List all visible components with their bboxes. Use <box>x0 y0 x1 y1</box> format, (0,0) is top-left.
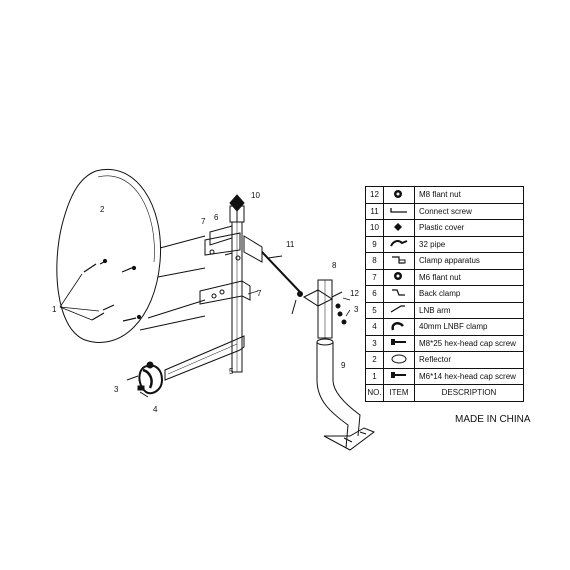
part-item-cell <box>383 186 415 204</box>
callout-reflector: 2 <box>100 205 105 214</box>
parts-header-row: NO. ITEM DESCRIPTION <box>365 384 524 402</box>
parts-list-body: 12 M8 flant nut 11 Connect screw 10 Plastic c… <box>365 186 524 385</box>
parts-row: 2 Reflector <box>365 351 524 369</box>
part-description: Back clamp <box>414 285 524 303</box>
callout-pipe: 9 <box>341 361 346 370</box>
main-bracket <box>199 205 263 373</box>
reflector-dish <box>56 168 206 343</box>
connect-screw <box>261 251 303 315</box>
part-item-cell <box>383 219 415 237</box>
part-number: 2 <box>365 351 384 369</box>
part-item-cell <box>383 268 415 286</box>
callout-nut-top: 7 <box>201 217 206 226</box>
callout-nut-bottom: 7 <box>257 289 262 298</box>
part-description: Connect screw <box>414 202 524 220</box>
lnb-arm-icon <box>389 303 409 317</box>
part-description: M8 flant nut <box>414 186 524 204</box>
made-in-china-label: MADE IN CHINA <box>455 414 531 425</box>
part-description: M6*14 hex-head cap screw <box>414 367 524 385</box>
parts-row: 12 M8 flant nut <box>365 186 524 204</box>
hex-screw-icon <box>389 336 409 350</box>
part-description: Plastic cover <box>414 219 524 237</box>
leader-lines-right <box>247 290 351 317</box>
back-clamp-icon <box>389 287 409 301</box>
plastic-cover <box>229 194 245 222</box>
part-number: 3 <box>365 334 384 352</box>
part-number: 10 <box>365 219 384 237</box>
part-item-cell <box>383 367 415 385</box>
part-item-cell <box>383 301 415 319</box>
part-item-cell <box>383 235 415 253</box>
header-description: DESCRIPTION <box>414 384 524 402</box>
part-number: 8 <box>365 252 384 270</box>
part-description: 40mm LNBF clamp <box>414 318 524 336</box>
parts-row: 7 M6 flant nut <box>365 268 524 286</box>
clamp-apparatus-icon <box>389 254 409 268</box>
part-item-cell <box>383 334 415 352</box>
parts-row: 8 Clamp apparatus <box>365 252 524 270</box>
part-number: 1 <box>365 367 384 385</box>
part-description: 32 pipe <box>414 235 524 253</box>
header-no: NO. <box>365 384 384 402</box>
parts-list-table: 12 M8 flant nut 11 Connect screw 10 Plastic c… <box>365 186 524 402</box>
callout-cover: 10 <box>251 191 260 200</box>
part-number: 11 <box>365 202 384 220</box>
part-item-cell <box>383 202 415 220</box>
part-description: LNB arm <box>414 301 524 319</box>
callout-clamp-apparatus: 8 <box>332 261 337 270</box>
part-number: 4 <box>365 318 384 336</box>
dish-bolts <box>83 258 142 322</box>
parts-row: 11 Connect screw <box>365 202 524 220</box>
callout-lnbf-clamp: 4 <box>153 405 158 414</box>
lnb-arm <box>164 335 245 381</box>
part-description: M6 flant nut <box>414 268 524 286</box>
part-item-cell <box>383 252 415 270</box>
part-description: M8*25 hex-head cap screw <box>414 334 524 352</box>
part-item-cell <box>383 318 415 336</box>
clamp-apparatus <box>302 279 347 339</box>
part-description: Reflector <box>414 351 524 369</box>
callout-nut-right: 12 <box>350 289 359 298</box>
mounting-pipe <box>316 338 376 451</box>
part-item-cell <box>383 351 415 369</box>
part-description: Clamp apparatus <box>414 252 524 270</box>
callout-screw-left: 3 <box>114 385 119 394</box>
callout-lnb-arm: 5 <box>229 367 234 376</box>
lnbf-clamp <box>126 361 164 398</box>
flange-nut-icon <box>389 188 409 202</box>
part-number: 9 <box>365 235 384 253</box>
callout-screw-right: 3 <box>354 305 359 314</box>
leader-lines-1 <box>59 273 100 321</box>
parts-row: 3 M8*25 hex-head cap screw <box>365 334 524 352</box>
lnbf-clamp-icon <box>389 320 409 334</box>
part-number: 5 <box>365 301 384 319</box>
reflector-icon <box>389 353 409 367</box>
hex-screw-icon <box>389 369 409 383</box>
part-item-cell <box>383 285 415 303</box>
callout-connect-screw: 11 <box>286 240 295 249</box>
pipe-icon <box>389 237 409 251</box>
connect-screw-icon <box>389 204 409 218</box>
parts-row: 5 LNB arm <box>365 301 524 319</box>
parts-row: 9 32 pipe <box>365 235 524 253</box>
header-item: ITEM <box>383 384 415 402</box>
parts-row: 1 M6*14 hex-head cap screw <box>365 367 524 385</box>
callout-bolts: 1 <box>52 305 57 314</box>
plastic-cover-icon <box>389 221 409 235</box>
parts-row: 4 40mm LNBF clamp <box>365 318 524 336</box>
part-number: 6 <box>365 285 384 303</box>
flange-nut-icon <box>389 270 409 284</box>
parts-row: 10 Plastic cover <box>365 219 524 237</box>
part-number: 12 <box>365 186 384 204</box>
parts-row: 6 Back clamp <box>365 285 524 303</box>
callout-back-clamp: 6 <box>214 213 219 222</box>
part-number: 7 <box>365 268 384 286</box>
